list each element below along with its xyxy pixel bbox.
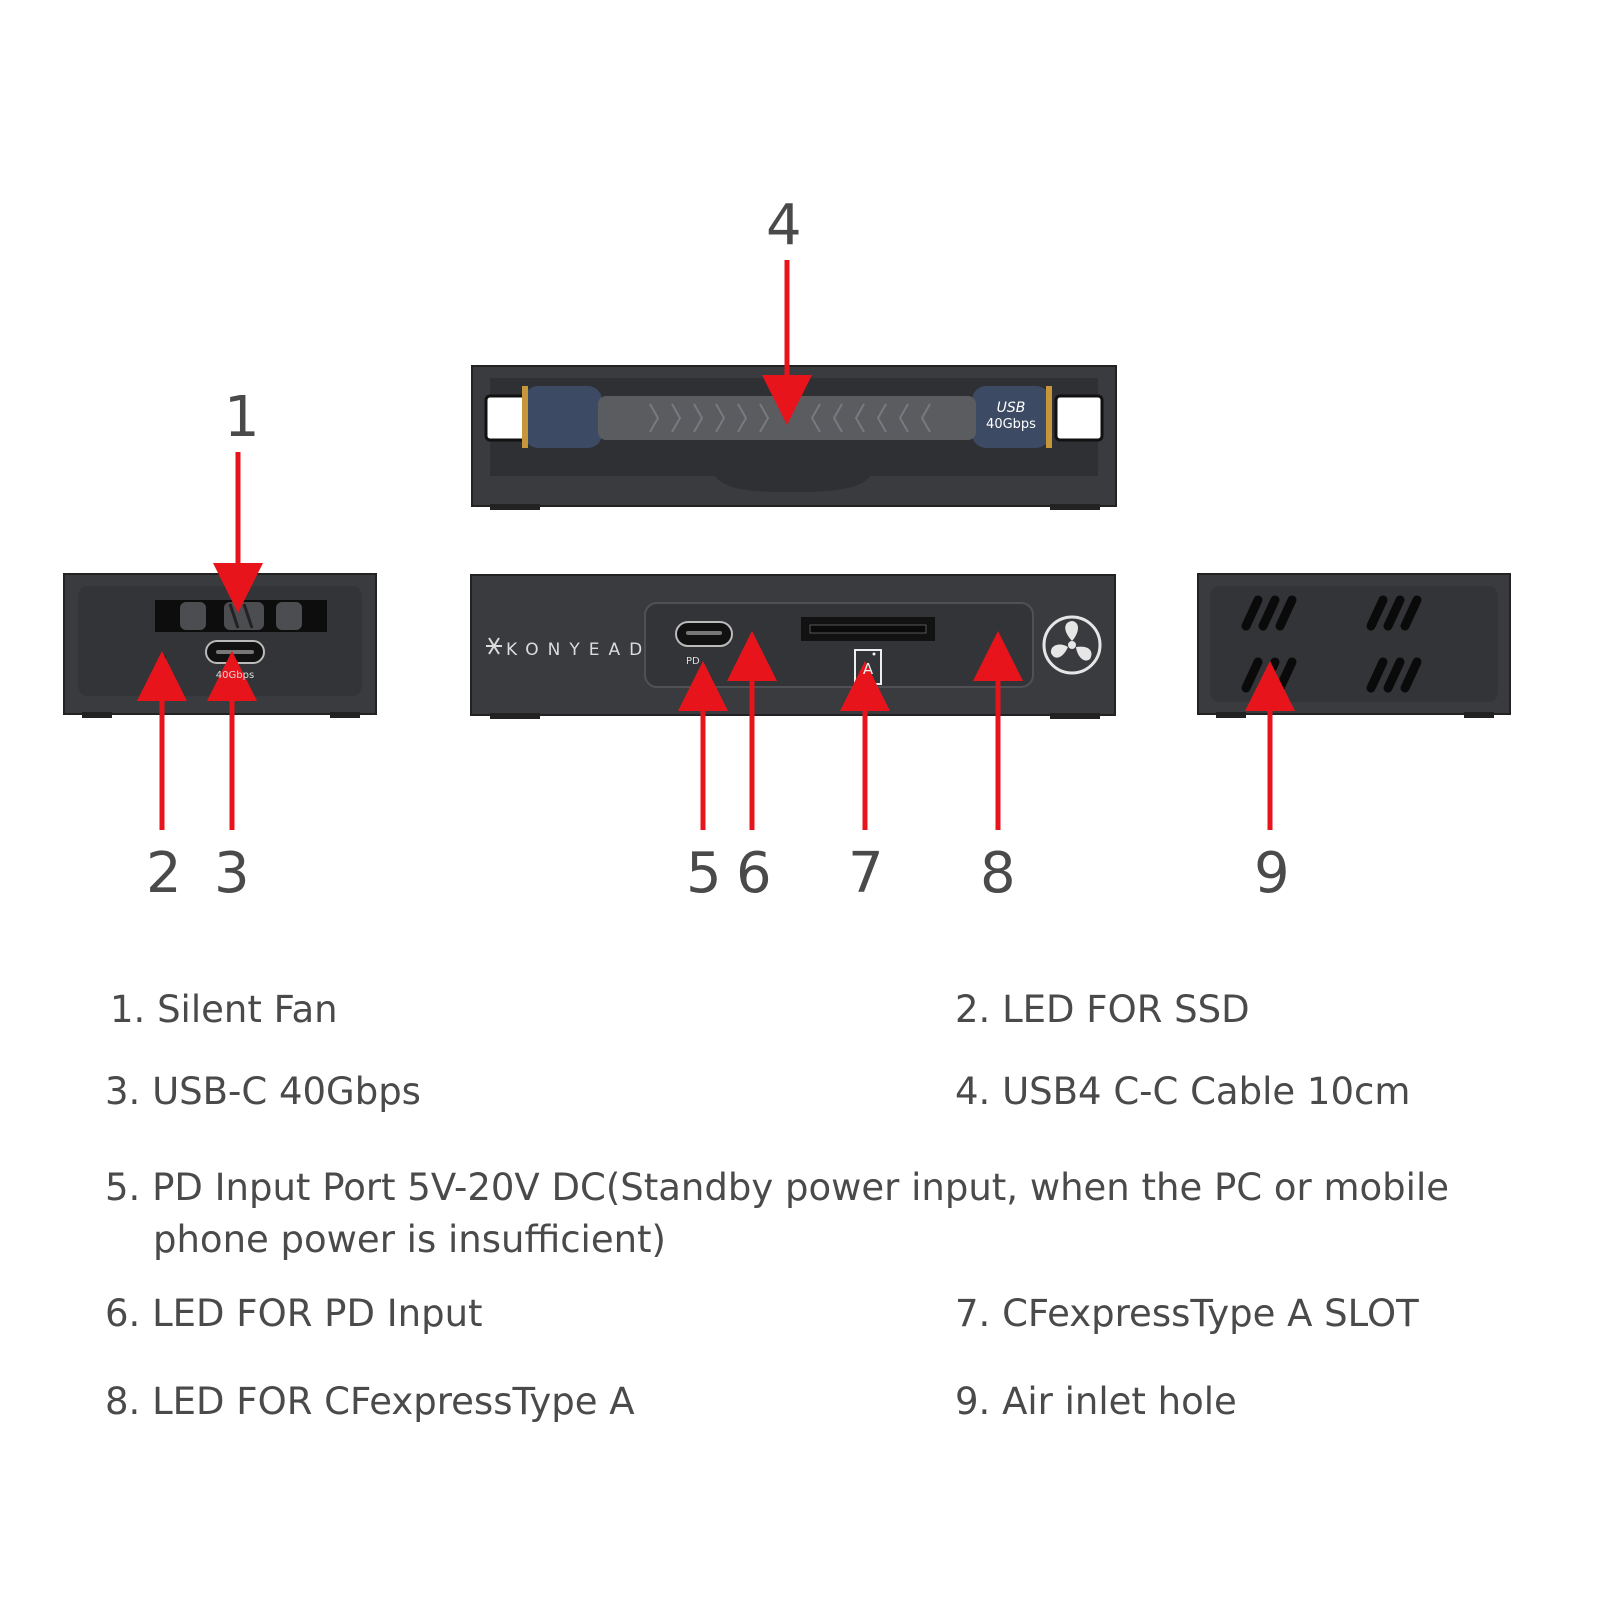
callout-6: 6 (736, 841, 772, 906)
brand-logo-text: KONYEAD (506, 640, 651, 660)
right-side-view-device (1197, 573, 1511, 718)
ssd-led (160, 655, 166, 661)
cfexpress-led (995, 636, 1001, 642)
pd-port-label: PD (686, 656, 700, 667)
callout-9: 9 (1254, 841, 1290, 906)
fan-icon (1042, 615, 1102, 675)
callout-2: 2 (146, 841, 182, 906)
legend-item-5: 5. PD Input Port 5V-20V DC(Standby power… (105, 1162, 1505, 1266)
card-icon-letter: A (863, 660, 874, 678)
top-view-device (471, 365, 1117, 510)
legend-item-7: 7. CFexpressType A SLOT (955, 1292, 1419, 1335)
legend-item-4: 4. USB4 C-C Cable 10cm (955, 1070, 1411, 1113)
callout-1: 1 (224, 385, 260, 450)
cable-label-usb: USB (997, 400, 1026, 416)
callout-arrows (137, 260, 1295, 830)
legend-item-5-line1: 5. PD Input Port 5V-20V DC(Standby power… (105, 1166, 1449, 1209)
silent-fan (155, 600, 327, 632)
legend-item-3: 3. USB-C 40Gbps (105, 1070, 421, 1113)
pd-led (749, 636, 755, 642)
usb-port-label: 40Gbps (216, 670, 254, 681)
callout-3: 3 (214, 841, 250, 906)
callout-4: 4 (766, 193, 802, 258)
legend-item-8: 8. LED FOR CFexpressType A (105, 1380, 635, 1423)
legend-item-2: 2. LED FOR SSD (955, 988, 1250, 1031)
legend-item-6: 6. LED FOR PD Input (105, 1292, 483, 1335)
callout-7: 7 (848, 841, 884, 906)
legend-item-9: 9. Air inlet hole (955, 1380, 1237, 1423)
usb4-cable (484, 386, 1104, 448)
legend-item-5-line2: phone power is insufficient) (153, 1218, 666, 1261)
left-side-view-device (63, 573, 377, 718)
cable-label-speed: 40Gbps (986, 417, 1036, 432)
callout-8: 8 (980, 841, 1016, 906)
brand-star-icon (486, 637, 502, 655)
legend-item-1: 1. Silent Fan (110, 988, 338, 1031)
callout-5: 5 (686, 841, 722, 906)
